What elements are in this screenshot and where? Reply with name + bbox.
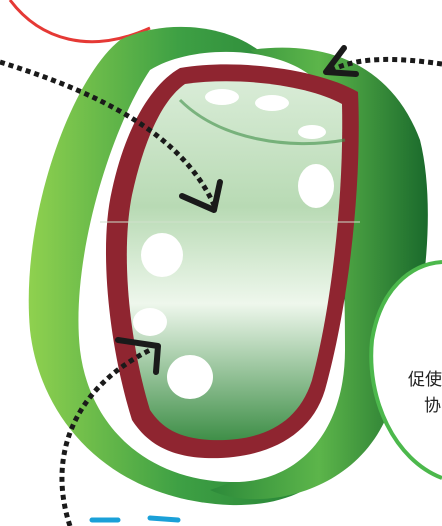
dot xyxy=(255,95,289,111)
dot xyxy=(133,308,167,336)
dot xyxy=(167,355,213,399)
dot xyxy=(298,164,334,208)
dot xyxy=(205,89,239,105)
callout-bubble xyxy=(369,260,442,480)
red-curve xyxy=(8,0,151,43)
dotted-arrow-path xyxy=(0,59,217,207)
callout-text-line-2: 协 xyxy=(424,396,441,416)
arrow-icon xyxy=(179,179,223,213)
dotted-arrow-path xyxy=(330,56,442,73)
inner-face xyxy=(126,81,343,441)
inner-curve xyxy=(178,98,346,146)
bottom-blue-mark xyxy=(89,515,181,523)
dotted-arrow-path xyxy=(59,347,152,526)
dot xyxy=(141,233,183,277)
arrow-icon xyxy=(323,45,359,77)
dot xyxy=(298,125,326,139)
callout-text-line-1: 促使 xyxy=(408,370,442,390)
arrow-icon xyxy=(115,337,161,375)
